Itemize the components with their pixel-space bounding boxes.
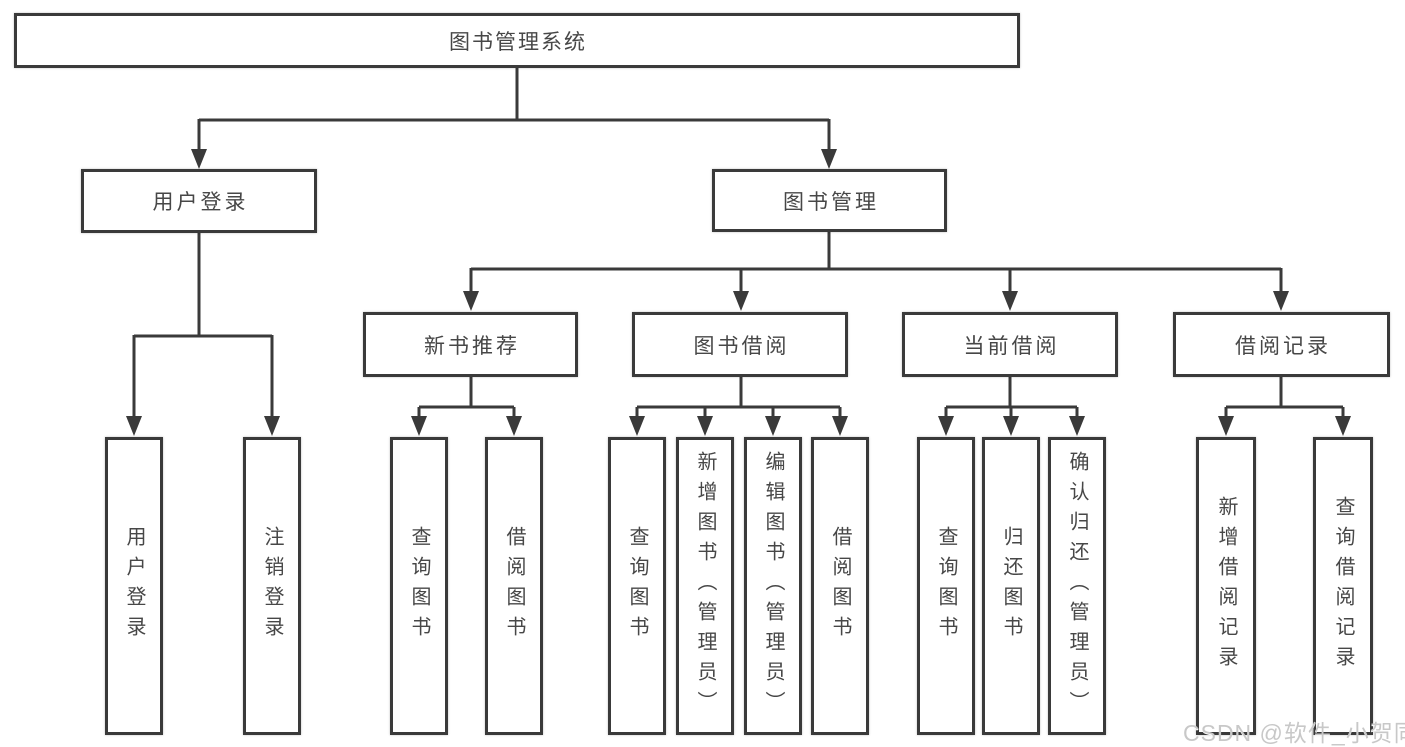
- leaf-confirm-return-admin: 确认归还（管理员）: [1048, 437, 1106, 735]
- node-current-borrowing: 当前借阅: [902, 312, 1118, 377]
- node-user-login: 用户登录: [81, 169, 317, 233]
- leaf-query-books-recommend: 查询图书: [390, 437, 448, 735]
- leaf-logout: 注销登录: [243, 437, 301, 735]
- csdn-watermark: CSDN @软件_小贺同学: [1183, 720, 1405, 746]
- leaf-query-borrow-record: 查询借阅记录: [1313, 437, 1373, 735]
- leaf-add-borrow-record: 新增借阅记录: [1196, 437, 1256, 735]
- arrowheads: [126, 149, 1351, 436]
- leaf-user-login: 用户登录: [105, 437, 163, 735]
- node-new-book-recommend: 新书推荐: [363, 312, 578, 377]
- leaf-return-book: 归还图书: [982, 437, 1040, 735]
- leaf-edit-book-admin: 编辑图书（管理员）: [744, 437, 802, 735]
- leaf-borrow-book-recommend: 借阅图书: [485, 437, 543, 735]
- node-book-management: 图书管理: [712, 169, 947, 232]
- leaf-borrow-book-borrowing: 借阅图书: [811, 437, 869, 735]
- node-book-borrowing: 图书借阅: [632, 312, 848, 377]
- leaf-add-book-admin: 新增图书（管理员）: [676, 437, 734, 735]
- leaf-query-books-borrowing: 查询图书: [608, 437, 666, 735]
- node-borrow-records: 借阅记录: [1173, 312, 1390, 377]
- node-library-management-system: 图书管理系统: [14, 13, 1020, 68]
- leaf-query-books-current: 查询图书: [917, 437, 975, 735]
